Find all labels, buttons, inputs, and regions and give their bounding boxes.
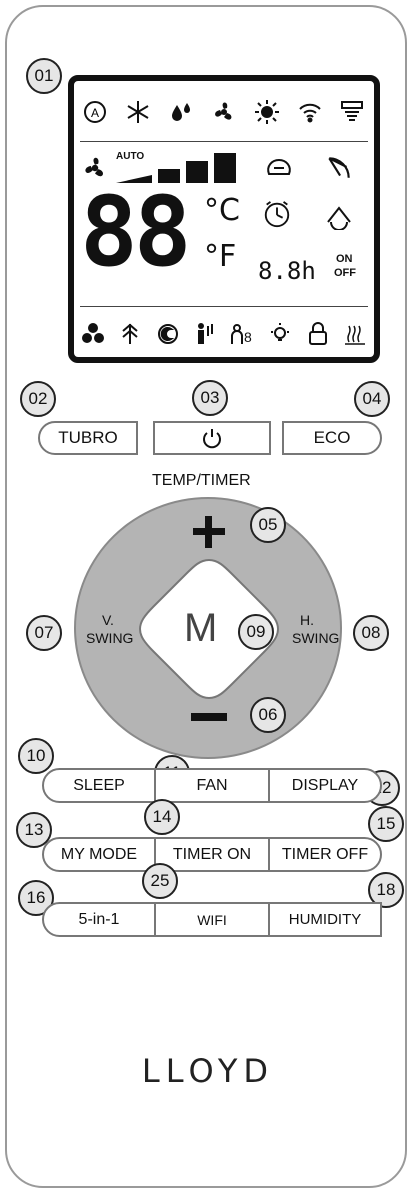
lcd-display: A AUTO 88 °C (68, 75, 380, 363)
display-button[interactable]: DISPLAY (268, 768, 382, 803)
h-swing-label-line2: SWING (292, 630, 340, 646)
power-button[interactable] (153, 421, 271, 455)
humidity-button[interactable]: HUMIDITY (268, 902, 382, 937)
lock-icon (303, 319, 333, 349)
snowflake-icon (123, 97, 153, 127)
callout-09: 09 (238, 614, 274, 650)
mode-label: M (184, 606, 218, 650)
callout-15: 15 (368, 806, 404, 842)
callout-10: 10 (18, 738, 54, 774)
temp-timer-label: TEMP/TIMER (152, 472, 251, 489)
heater-icon (340, 319, 370, 349)
horizontal-swing-icon (324, 153, 354, 183)
auto-mode-icon: A (80, 97, 110, 127)
timer-on-button[interactable]: TIMER ON (154, 837, 270, 872)
temp-person-icon: 8 (228, 319, 258, 349)
wifi-icon (295, 97, 325, 127)
callout-02: 02 (20, 381, 56, 417)
mode-button[interactable]: M (134, 554, 284, 704)
off-label: OFF (334, 267, 356, 279)
fan-blade-icon (209, 97, 239, 127)
callout-08: 08 (353, 615, 389, 651)
svg-text:8: 8 (244, 329, 252, 345)
bulb-icon (265, 319, 295, 349)
lcd-top-icons: A (74, 97, 374, 127)
sleep-button[interactable]: SLEEP (42, 768, 156, 803)
callout-07: 07 (26, 615, 62, 651)
on-label: ON (336, 253, 353, 265)
mode-diamond-shape (138, 558, 280, 700)
fan-speed-bars (116, 153, 236, 183)
sun-icon (252, 97, 282, 127)
timer-value: 8.8h (258, 257, 316, 285)
callout-04: 04 (354, 381, 390, 417)
temperature-digits: 88 (80, 176, 192, 288)
row-5in1-wifi-humidity: 5-in-1 WIFI HUMIDITY (42, 902, 382, 937)
brand-logo: LLOYD (141, 1052, 275, 1090)
callout-16: 16 (18, 880, 54, 916)
v-swing-button[interactable]: V. SWING (72, 612, 134, 654)
lcd-bottom-icons: 8 (74, 319, 374, 349)
lcd-separator (80, 306, 368, 307)
callout-03: 03 (192, 380, 228, 416)
wifi-button[interactable]: WIFI (154, 902, 270, 937)
timer-off-button[interactable]: TIMER OFF (268, 837, 382, 872)
clock-icon (262, 199, 292, 229)
fan-button[interactable]: FAN (154, 768, 270, 803)
v-swing-label-line2: SWING (86, 630, 134, 646)
fahrenheit-unit: °F (204, 239, 237, 274)
swing-icon (337, 97, 367, 127)
row-sleep-fan-display: SLEEP FAN DISPLAY (42, 768, 382, 803)
callout-25: 25 (142, 863, 178, 899)
fan-only-icon (78, 319, 108, 349)
callout-01: 01 (26, 58, 62, 94)
auto-label: AUTO (116, 151, 145, 162)
power-icon (203, 429, 221, 449)
tree-icon (115, 319, 145, 349)
svg-text:A: A (91, 106, 99, 120)
vertical-swing-icon (324, 201, 354, 231)
turbo-button[interactable]: TUBRO (38, 421, 138, 455)
row-mymode-timers: MY MODE TIMER ON TIMER OFF (42, 837, 382, 872)
h-swing-label-line1: H. (300, 612, 314, 628)
temp-down-button[interactable] (190, 710, 228, 724)
plus-icon (193, 516, 225, 548)
turbo-icon (264, 153, 294, 183)
minus-icon (191, 713, 227, 721)
temp-up-button[interactable] (189, 512, 229, 552)
dry-icon (166, 97, 196, 127)
moon-icon (153, 319, 183, 349)
eco-button[interactable]: ECO (282, 421, 382, 455)
celsius-unit: °C (204, 193, 240, 228)
five-in-one-button[interactable]: 5-in-1 (42, 902, 156, 937)
lcd-separator (80, 141, 368, 142)
v-swing-label-line1: V. (102, 612, 114, 628)
person-icon (190, 319, 220, 349)
callout-05: 05 (250, 507, 286, 543)
h-swing-button[interactable]: H. SWING (290, 612, 352, 654)
my-mode-button[interactable]: MY MODE (42, 837, 156, 872)
fan-icon (80, 153, 110, 183)
callout-06: 06 (250, 697, 286, 733)
callout-14: 14 (144, 799, 180, 835)
